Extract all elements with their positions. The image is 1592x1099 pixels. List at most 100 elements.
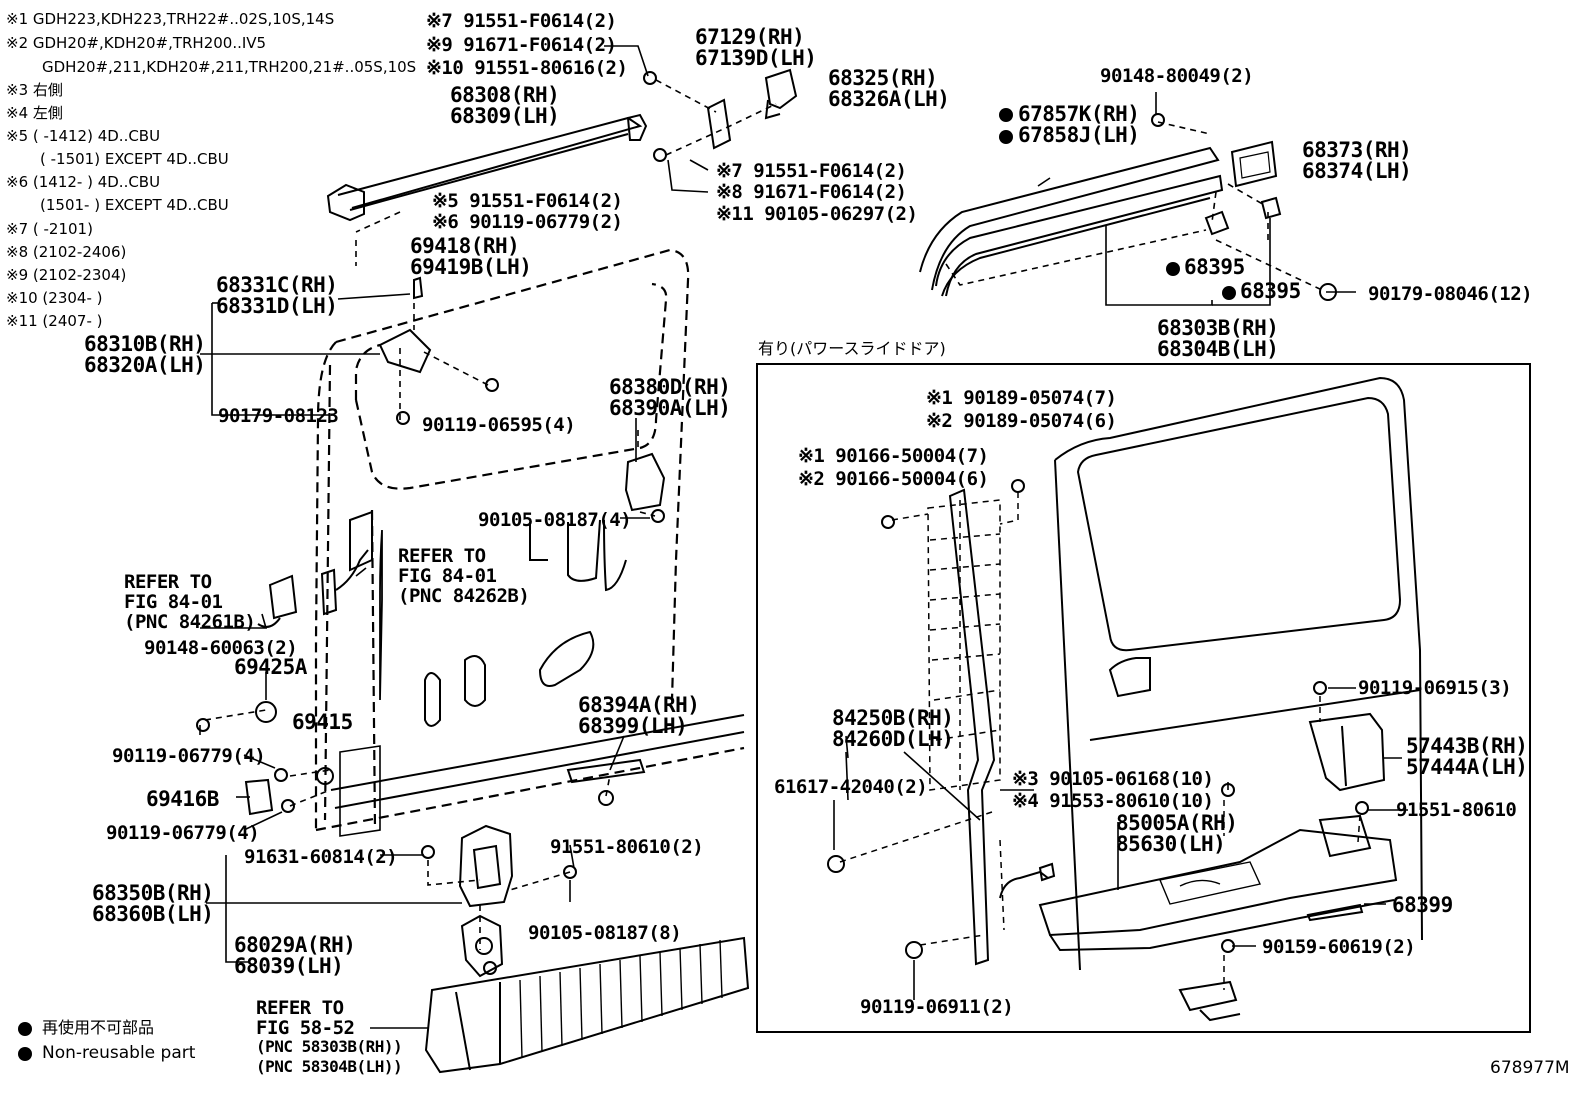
roof-moulding: [919, 140, 1278, 297]
label-90119-06595[interactable]: 90119-06595(4): [422, 414, 576, 436]
label-cc1[interactable]: ※1 90166-50004(7): [798, 445, 989, 467]
label-68380d[interactable]: 68380D(RH): [609, 375, 731, 399]
label-90119-06779-a[interactable]: 90119-06779(4): [112, 745, 266, 767]
label-69415[interactable]: 69415: [292, 710, 353, 734]
label-refer-84262b-2[interactable]: FIG 84-01: [398, 565, 497, 587]
non-reusable-dot: [1166, 262, 1180, 276]
label-84260d[interactable]: 84260D(LH): [832, 727, 954, 751]
label-69419b[interactable]: 69419B(LH): [410, 255, 532, 279]
label-90119-06915[interactable]: 90119-06915(3): [1358, 677, 1512, 699]
label-a2[interactable]: ※9 91671-F0614(2): [426, 34, 617, 56]
legend-jp: 再使用不可部品: [42, 1018, 155, 1037]
note-6b: (1501- ) EXCEPT 4D..CBU: [40, 196, 229, 214]
label-f1[interactable]: ※5 91551-F0614(2): [432, 190, 623, 212]
non-reusable-dot: [1222, 286, 1236, 300]
label-68309[interactable]: 68309(LH): [450, 104, 560, 128]
label-67129[interactable]: 67129(RH): [695, 25, 805, 49]
label-68304b[interactable]: 68304B(LH): [1157, 337, 1279, 361]
label-84250b[interactable]: 84250B(RH): [832, 706, 954, 730]
label-68395-b[interactable]: 68395: [1240, 279, 1301, 303]
left-small-parts: [196, 549, 646, 879]
label-refer-58-52-2[interactable]: FIG 58-52: [256, 1017, 355, 1039]
label-68374[interactable]: 68374(LH): [1302, 159, 1412, 183]
label-hh1[interactable]: ※3 90105-06168(10): [1012, 768, 1214, 790]
label-90119-06911[interactable]: 90119-06911(2): [860, 996, 1014, 1018]
label-cc2[interactable]: ※2 90166-50004(6): [798, 468, 989, 490]
label-a1[interactable]: ※7 91551-F0614(2): [426, 10, 617, 32]
label-68039[interactable]: 68039(LH): [234, 954, 344, 978]
note-2b: GDH20#,211,KDH20#,211,TRH200,21#..05S,10…: [42, 58, 417, 76]
label-68360b[interactable]: 68360B(LH): [92, 902, 214, 926]
label-e1[interactable]: ※7 91551-F0614(2): [716, 160, 907, 182]
label-90159-60619[interactable]: 90159-60619(2): [1262, 936, 1416, 958]
label-68331d[interactable]: 68331D(LH): [216, 294, 338, 318]
label-91551-80610-2[interactable]: 91551-80610(2): [550, 836, 704, 858]
label-refer-84262b-1[interactable]: REFER TO: [398, 545, 486, 567]
legend-dot: [18, 1047, 32, 1061]
label-68325[interactable]: 68325(RH): [828, 66, 938, 90]
label-68399-lh[interactable]: 68399(LH): [578, 714, 688, 738]
label-bb2[interactable]: ※2 90189-05074(6): [926, 410, 1117, 432]
label-refer-58-52-3[interactable]: (PNC 58303B(RH)): [256, 1037, 403, 1056]
label-refer-58-52-1[interactable]: REFER TO: [256, 997, 344, 1019]
motor-bracket: [1308, 712, 1386, 792]
label-90148-60063[interactable]: 90148-60063(2): [144, 637, 298, 659]
label-90179-08046[interactable]: 90179-08046(12): [1368, 283, 1533, 305]
label-68029a[interactable]: 68029A(RH): [234, 933, 356, 957]
label-68308[interactable]: 68308(RH): [450, 83, 560, 107]
note-9: ※9 (2102-2304): [6, 266, 127, 284]
sliding-door-outline: [314, 248, 745, 832]
label-68303b[interactable]: 68303B(RH): [1157, 316, 1279, 340]
label-67857k[interactable]: 67857K(RH): [1018, 102, 1140, 126]
label-61617-42040[interactable]: 61617-42040(2): [774, 776, 928, 798]
label-90105-08187-8[interactable]: 90105-08187(8): [528, 922, 682, 944]
label-refer-84262b-3[interactable]: (PNC 84262B): [398, 585, 530, 607]
label-67139d[interactable]: 67139D(LH): [695, 46, 817, 70]
label-68350b[interactable]: 68350B(RH): [92, 881, 214, 905]
label-e2[interactable]: ※8 91671-F0614(2): [716, 181, 907, 203]
power-slide-door-box: [756, 363, 1531, 1033]
non-reusable-dot: [999, 108, 1013, 122]
upper-hinge: [643, 68, 798, 162]
label-a3[interactable]: ※10 91551-80616(2): [426, 57, 628, 79]
label-57444a[interactable]: 57444A(LH): [1406, 755, 1528, 779]
label-69418[interactable]: 69418(RH): [410, 234, 520, 258]
label-85630[interactable]: 85630(LH): [1116, 832, 1226, 856]
label-68399[interactable]: 68399: [1392, 893, 1453, 917]
label-refer-84261b-1[interactable]: REFER TO: [124, 571, 212, 593]
bottom-bracket: [1178, 980, 1241, 1022]
box-title: 有り(パワースライドドア): [758, 339, 946, 358]
note-3: ※3 右側: [6, 81, 63, 99]
label-68390a[interactable]: 68390A(LH): [609, 396, 731, 420]
note-4: ※4 左側: [6, 104, 63, 122]
label-90105-08187-4[interactable]: 90105-08187(4): [478, 509, 632, 531]
label-bb1[interactable]: ※1 90189-05074(7): [926, 387, 1117, 409]
note-8: ※8 (2102-2406): [6, 243, 127, 261]
label-refer-58-52-4[interactable]: (PNC 58304B(LH)): [256, 1057, 403, 1076]
legend-en: Non-reusable part: [42, 1043, 196, 1063]
label-refer-84261b-3[interactable]: (PNC 84261B): [124, 611, 256, 633]
label-refer-84261b-2[interactable]: FIG 84-01: [124, 591, 223, 613]
label-68331c[interactable]: 68331C(RH): [216, 273, 338, 297]
label-91631-60814[interactable]: 91631-60814(2): [244, 846, 398, 868]
label-68326a[interactable]: 68326A(LH): [828, 87, 950, 111]
lower-rail: [424, 936, 750, 1074]
label-f2[interactable]: ※6 90119-06779(2): [432, 211, 623, 233]
label-e3[interactable]: ※11 90105-06297(2): [716, 203, 918, 225]
label-69416b[interactable]: 69416B: [146, 787, 219, 811]
label-68395-a[interactable]: 68395: [1184, 255, 1245, 279]
label-90179-08123[interactable]: 90179-08123: [218, 405, 339, 427]
label-90119-06779-b[interactable]: 90119-06779(4): [106, 822, 260, 844]
label-57443b[interactable]: 57443B(RH): [1406, 734, 1528, 758]
label-68310b[interactable]: 68310B(RH): [84, 332, 206, 356]
label-85005a[interactable]: 85005A(RH): [1116, 811, 1238, 835]
label-hh2[interactable]: ※4 91553-80610(10): [1012, 790, 1214, 812]
label-67858j[interactable]: 67858J(LH): [1018, 123, 1140, 147]
label-69425a[interactable]: 69425A: [234, 655, 307, 679]
label-90148-80049[interactable]: 90148-80049(2): [1100, 65, 1254, 87]
label-68320a[interactable]: 68320A(LH): [84, 353, 206, 377]
label-68373[interactable]: 68373(RH): [1302, 138, 1412, 162]
label-91551-80610[interactable]: 91551-80610: [1396, 799, 1517, 821]
label-68394a[interactable]: 68394A(RH): [578, 693, 700, 717]
